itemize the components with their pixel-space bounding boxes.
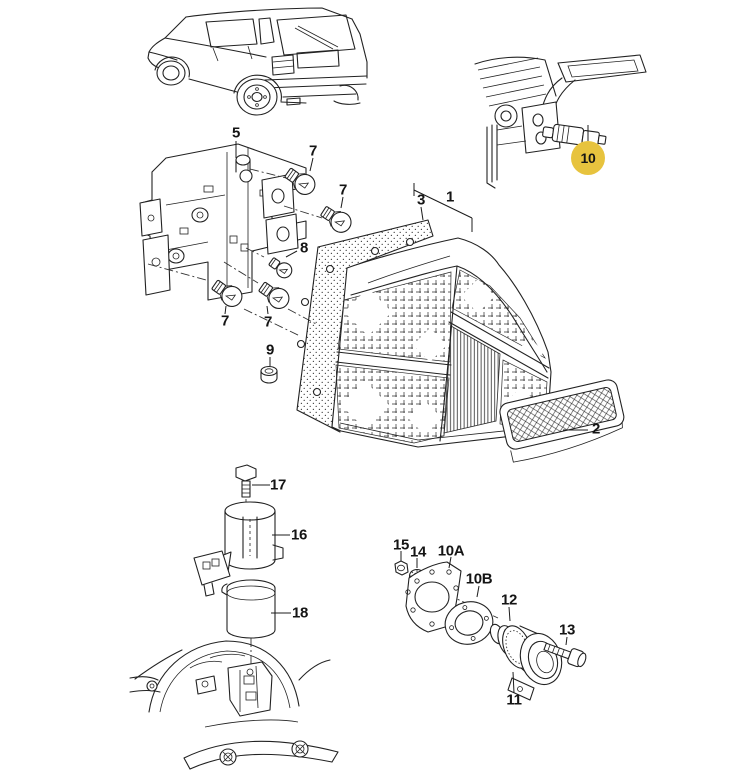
callout-18[interactable]: 18 — [291, 604, 309, 622]
callout-7d[interactable]: 7 — [263, 313, 273, 331]
callout-9[interactable]: 9 — [265, 341, 275, 359]
callout-10-highlighted[interactable]: 10 — [571, 141, 605, 175]
bulb-7d — [255, 277, 294, 313]
callout-7c[interactable]: 7 — [220, 312, 230, 330]
callout-11[interactable]: 11 — [506, 691, 522, 709]
callout-2[interactable]: 2 — [591, 420, 601, 438]
callout-10B[interactable]: 10B — [465, 570, 493, 588]
bulb-carrier-assembly — [139, 143, 356, 384]
callout-8[interactable]: 8 — [299, 239, 309, 257]
callout-13[interactable]: 13 — [558, 621, 576, 639]
horn-assembly — [394, 560, 587, 701]
bulb-7b — [317, 201, 356, 237]
horn-bolt-13 — [543, 642, 587, 668]
reflector — [499, 379, 625, 463]
callout-16[interactable]: 16 — [290, 526, 308, 544]
callout-3[interactable]: 3 — [416, 191, 426, 209]
pump-assembly — [193, 464, 284, 670]
leader-lines — [224, 125, 589, 694]
brake-light-switch-assembly — [474, 54, 647, 189]
callout-12[interactable]: 12 — [500, 591, 518, 609]
wheel-housing-illustration — [129, 640, 339, 770]
bulb-8 — [266, 254, 296, 282]
callout-10A[interactable]: 10A — [437, 542, 465, 560]
callout-7b[interactable]: 7 — [338, 181, 348, 199]
callout-7a[interactable]: 7 — [308, 142, 318, 160]
callout-5[interactable]: 5 — [231, 124, 241, 142]
callout-14[interactable]: 14 — [409, 543, 427, 561]
callout-1[interactable]: 1 — [445, 188, 455, 206]
car-illustration — [147, 7, 368, 116]
grommet-9 — [260, 365, 278, 384]
callout-15[interactable]: 15 — [392, 536, 410, 554]
callout-17[interactable]: 17 — [269, 476, 287, 494]
